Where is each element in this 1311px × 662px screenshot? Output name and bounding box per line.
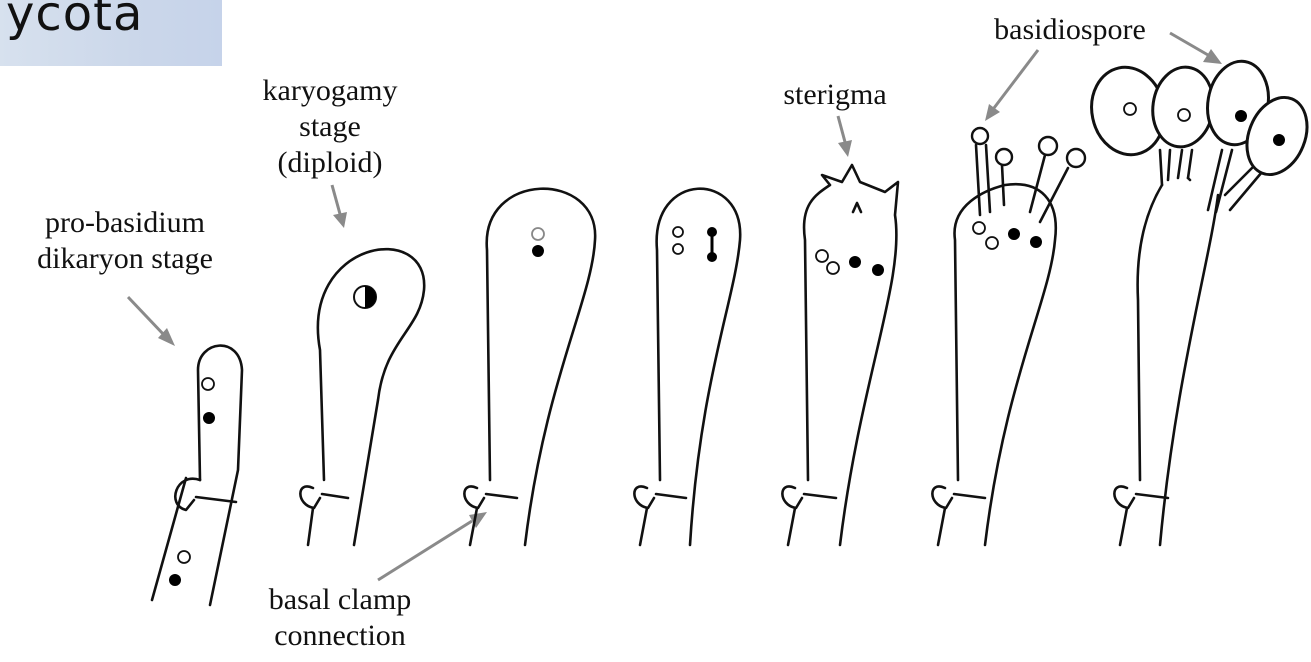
arrow-sterigma <box>838 116 852 157</box>
stage-5-sterigma <box>782 165 898 545</box>
arrow-basidiospore-right <box>1170 33 1222 64</box>
arrow-karyogamy <box>332 185 347 228</box>
stage-karyogamy <box>300 249 424 545</box>
stage-3-nucleus-fusion <box>464 189 595 545</box>
stage-6-developing-spores <box>932 128 1085 545</box>
stage-7-mature-basidiospores <box>1084 56 1311 545</box>
stage-pro-basidium <box>152 346 242 605</box>
arrow-basidiospore-left <box>985 50 1038 121</box>
stage-4-meiosis <box>634 189 740 545</box>
arrow-pro-basidium <box>128 297 175 346</box>
